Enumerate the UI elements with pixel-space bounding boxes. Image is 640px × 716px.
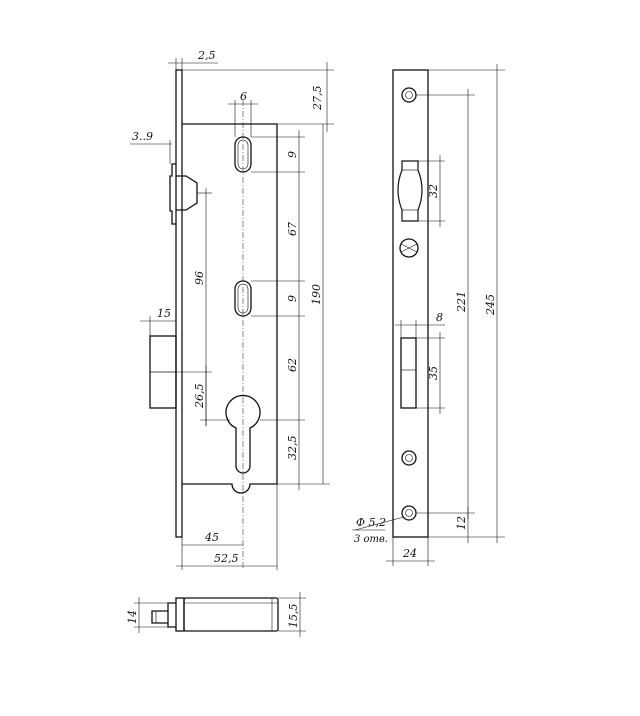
lock-case xyxy=(182,123,278,494)
dim-hole-spacing: 221 xyxy=(455,291,468,313)
dim-total-height: 245 xyxy=(484,294,497,316)
dim-case-depth: 52,5 xyxy=(214,552,239,565)
dim-bolt-to-cylinder: 26,5 xyxy=(193,384,206,410)
latch-section xyxy=(151,602,176,628)
dim-bolt-height: 35 xyxy=(427,366,440,380)
faceplate-front xyxy=(392,69,429,538)
front-view: 2,5 27,5 6 3..9 9 67 9 62 32,5 190 xyxy=(130,49,334,570)
faceplate xyxy=(175,69,183,538)
dim-hole-count: 3 отв. xyxy=(354,534,388,545)
dim-slot-spacing-2: 62 xyxy=(286,358,299,372)
dim-case-height: 190 xyxy=(310,284,323,305)
screw-hole-middle xyxy=(401,450,417,466)
dim-backset: 45 xyxy=(204,531,219,544)
dim-slot-spacing-1: 67 xyxy=(286,222,299,236)
dim-screw-offset: 3..9 xyxy=(132,130,153,143)
deadbolt-window xyxy=(400,337,417,409)
side-view: 32 245 221 8 35 Φ 5,2 3 отв. 12 24 xyxy=(352,64,505,566)
cylinder-hole xyxy=(225,394,261,474)
dim-slot-width: 6 xyxy=(240,90,247,103)
dim-plate-width: 24 xyxy=(402,547,417,560)
dim-slot-height-1: 9 xyxy=(286,151,299,158)
faceplate-section xyxy=(175,597,185,632)
dim-right-height: 15,5 xyxy=(287,604,300,629)
anti-friction-knob xyxy=(399,238,419,258)
dim-top-offset: 27,5 xyxy=(311,86,324,112)
dim-latch-height: 32 xyxy=(427,184,440,198)
dim-bottom-offset: 12 xyxy=(455,516,468,530)
dim-latch-to-cylinder: 96 xyxy=(193,271,206,285)
dim-bolt-width: 15 xyxy=(157,307,171,320)
latch-bolt xyxy=(169,163,198,225)
dim-cylinder-offset: 32,5 xyxy=(286,436,299,461)
bottom-view: 14 15,5 xyxy=(126,592,306,637)
screw-hole-bottom xyxy=(401,505,417,521)
dim-hole-diameter: Φ 5,2 xyxy=(356,516,386,529)
dim-faceplate-thickness: 2,5 xyxy=(197,49,216,62)
screw-hole-top xyxy=(401,87,417,103)
dim-slot-height-2: 9 xyxy=(286,295,299,302)
dim-left-height: 14 xyxy=(126,610,139,624)
dim-bolt-width-side: 8 xyxy=(436,311,443,324)
